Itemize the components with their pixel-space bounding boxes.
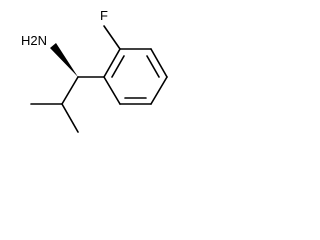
wedge-bond-amine [50,43,78,77]
bond-chiral-isopropyl [61,76,79,105]
ring-bond-c4-c5 [150,76,168,105]
amine-label: H2N [21,33,47,48]
ring-double-bond-2 [146,55,160,78]
structure-diagram: F H2N [21,8,168,133]
ring-double-bond-1 [111,55,125,78]
ring-bond-c3-c4 [150,48,168,78]
ring-bond-c6-c1 [103,76,121,105]
fluorine-label: F [100,8,108,23]
benzene-ring [103,48,168,105]
ring-bond-c1-c2 [103,48,121,78]
bond-isopropyl-methyl-down [61,103,79,133]
bond-ring-fluorine [103,25,121,50]
